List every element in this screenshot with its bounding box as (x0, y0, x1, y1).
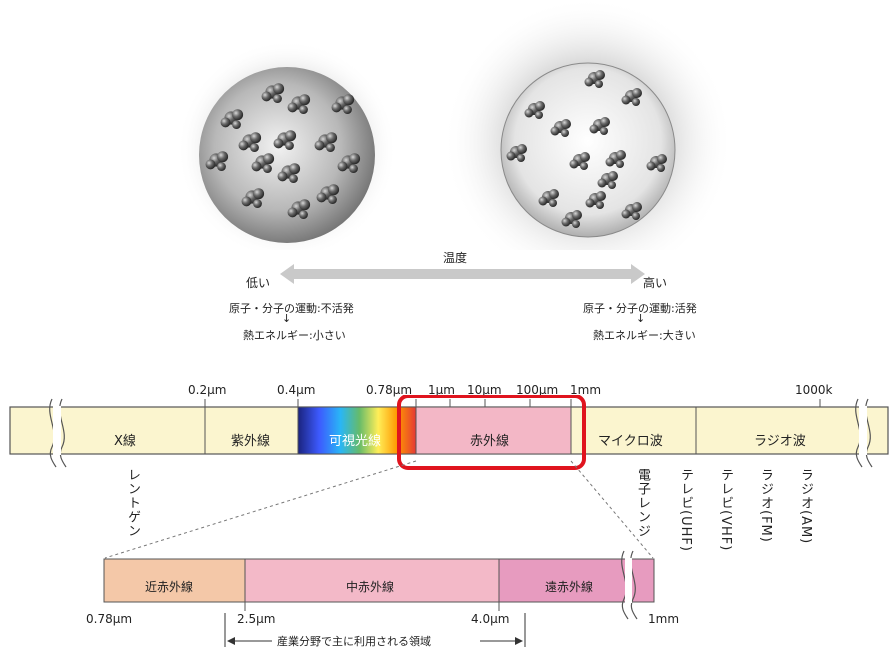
tick-label: 1μm (428, 383, 455, 397)
molecule-icon (646, 154, 667, 172)
high-temp-sphere (500, 62, 676, 238)
band-label-microwave: マイクロ波 (598, 434, 663, 449)
molecule-icon (561, 210, 582, 228)
tick-label: 1mm (570, 383, 602, 397)
molecule-icon (621, 202, 642, 220)
band-near-infrared (103, 558, 246, 603)
tick-label: 10μm (467, 383, 502, 397)
low-energy-text: 熱エネルギー:小さい (243, 329, 346, 342)
temperature-arrow (280, 264, 645, 284)
molecule-icon (261, 83, 285, 103)
molecule-icon (251, 153, 275, 174)
high-arrow-glyph: ↓ (636, 312, 646, 325)
app-label-xray: レントゲン (125, 468, 140, 538)
low-label: 低い (246, 276, 271, 290)
band-label-xray: X線 (114, 434, 136, 449)
band-infrared (415, 406, 572, 455)
temperature-title: 温度 (443, 251, 468, 265)
low-arrow-glyph: ↓ (282, 312, 292, 325)
molecule-icon (589, 117, 610, 135)
app-label-radio-am: ラジオ(AM) (798, 468, 813, 545)
molecule-icon (597, 171, 618, 189)
tick-label: 0.78μm (366, 383, 413, 397)
molecule-icon (569, 152, 590, 170)
band-label-infrared: 赤外線 (470, 434, 510, 449)
high-energy-text: 熱エネルギー:大きい (593, 329, 696, 342)
molecule-icon (205, 151, 229, 172)
tick-label: 100μm (516, 383, 559, 397)
band-mid-infrared (244, 558, 500, 603)
tick-label: 1000k (795, 383, 833, 397)
molecule-icon (314, 132, 338, 153)
app-label-tv-uhf: テレビ(UHF) (678, 468, 693, 552)
molecule-icon (220, 109, 244, 129)
industrial-range-label: 産業分野で主に利用される領域 (275, 633, 433, 649)
high-motion-text: 原子・分子の運動:活発 (583, 302, 697, 315)
molecule-spheres-illustration (177, 0, 733, 250)
tick-label: 0.4μm (277, 383, 316, 397)
infrared-highlight (397, 395, 586, 470)
molecule-icon (287, 94, 311, 114)
ir-tick-label: 1mm (648, 612, 680, 626)
infrared-detail-bar (103, 460, 655, 647)
band-label-near-infrared: 近赤外線 (145, 580, 194, 594)
band-label-far-infrared: 遠赤外線 (545, 580, 594, 594)
molecule-icon (550, 119, 571, 137)
molecule-icon (287, 199, 311, 220)
molecule-icon (605, 150, 626, 168)
ir-tick-label: 0.78μm (86, 612, 133, 626)
ir-tick-label: 4.0μm (471, 612, 510, 626)
molecule-icon (277, 163, 301, 184)
molecule-icon (538, 189, 559, 207)
band-label-visible: 可視光線 (329, 434, 382, 449)
app-label-tv-vhf: テレビ(VHF) (718, 468, 733, 552)
molecule-icon (273, 130, 297, 151)
molecule-icon (584, 70, 605, 88)
band-visible (297, 406, 417, 455)
spectrum-bar (9, 395, 889, 470)
molecule-icon (621, 88, 642, 106)
molecule-icon (238, 132, 262, 153)
app-label-microwave-oven: 電子レンジ (635, 468, 650, 538)
molecule-icon (337, 153, 361, 174)
high-label: 高い (643, 276, 668, 290)
app-label-radio-fm: ラジオ(FM) (758, 468, 773, 543)
molecule-icon (241, 188, 265, 209)
molecule-icon (506, 144, 527, 162)
band-label-mid-infrared: 中赤外線 (346, 580, 395, 594)
ir-tick-label: 2.5μm (237, 612, 276, 626)
molecule-icon (524, 101, 545, 119)
low-motion-text: 原子・分子の運動:不活発 (229, 302, 354, 315)
low-temp-molecules (205, 83, 361, 220)
molecule-icon (316, 184, 340, 205)
molecule-icon (331, 94, 355, 114)
band-label-ultraviolet: 紫外線 (231, 434, 271, 449)
band-label-radio: ラジオ波 (754, 434, 806, 449)
tick-label: 0.2μm (188, 383, 227, 397)
molecule-icon (585, 191, 606, 209)
high-temp-molecules (506, 70, 667, 228)
